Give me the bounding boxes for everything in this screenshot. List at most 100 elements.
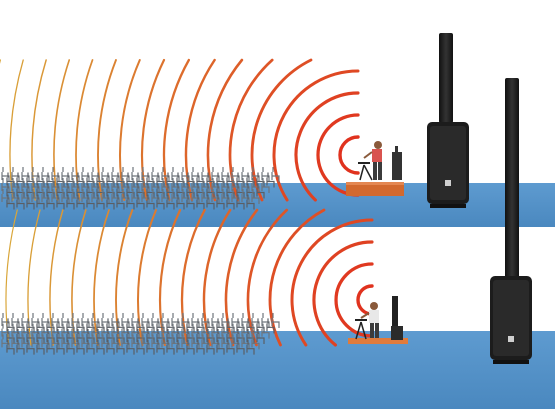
sound-wave-icon (224, 208, 259, 347)
audience-chair-icon (241, 178, 250, 193)
audience-chair-icon (226, 172, 235, 188)
audience-chair-icon (11, 334, 20, 350)
audience-chair-icon (221, 178, 230, 193)
audience-chair-icon (116, 172, 125, 188)
audience-chair-icon (1, 189, 10, 204)
audience-chair-icon (31, 323, 40, 339)
audience-chair-icon (101, 178, 110, 193)
audience-chair-icon (251, 313, 260, 328)
audience-chair-icon (126, 318, 135, 334)
audience-chair-icon (236, 329, 245, 344)
audience-chair-icon (51, 167, 60, 182)
audience-chair-icon (41, 167, 50, 182)
audience-chair-icon (36, 194, 45, 210)
audience-chair-icon (206, 318, 215, 334)
audience-chair-icon (76, 183, 85, 199)
audience-chair-icon (106, 194, 115, 210)
audience-chair-icon (16, 339, 25, 355)
audience-chair-icon (166, 183, 175, 199)
audience-chair-icon (86, 329, 95, 344)
audience-chair-icon (261, 323, 270, 339)
audience-chair-icon (6, 339, 15, 355)
audience-chair-icon (106, 329, 115, 344)
audience-chair-icon (116, 329, 125, 344)
audience-chair-icon (56, 329, 65, 344)
audience-chair-icon (111, 323, 120, 339)
sound-wave-icon (97, 59, 117, 201)
audience-chair-icon (206, 183, 215, 199)
sound-wave-icon (294, 91, 360, 202)
audience-chair-icon (131, 334, 140, 350)
audience-chair-icon (161, 167, 170, 182)
audience-chair-icon (71, 167, 80, 182)
audience-chair-icon (251, 334, 260, 350)
audience-chair-icon (236, 194, 245, 210)
audience-chair-icon (216, 172, 225, 188)
audience-chair-icon (96, 318, 105, 334)
audience-chair-icon (231, 189, 240, 204)
top-column-speaker-icon (427, 33, 469, 208)
audience-chair-icon (141, 189, 150, 204)
audience-chair-icon (206, 194, 215, 210)
audience-chair-icon (106, 339, 115, 355)
audience-chair-icon (31, 167, 40, 182)
audience-chair-icon (61, 323, 70, 339)
audience-chair-icon (56, 183, 65, 199)
audience-chair-icon (6, 329, 15, 344)
audience-chair-icon (111, 178, 120, 193)
audience-chair-icon (216, 183, 225, 199)
audience-chair-icon (116, 318, 125, 334)
audience-chair-icon (206, 329, 215, 344)
audience-chair-icon (211, 178, 220, 193)
audience-chair-icon (166, 172, 175, 188)
audience-chair-icon (211, 313, 220, 328)
audience-chair-icon (231, 178, 240, 193)
audience-chair-icon (216, 194, 225, 210)
audience-chair-icon (101, 313, 110, 328)
audience-chair-icon (196, 194, 205, 210)
audience-chair-icon (151, 323, 160, 339)
audience-chair-icon (161, 323, 170, 339)
audience-chair-icon (221, 167, 230, 182)
sound-wave-icon (184, 58, 216, 202)
audience-chair-icon (191, 313, 200, 328)
audience-chair-icon (226, 194, 235, 210)
bottom-column-speaker-icon (490, 78, 532, 364)
audience-chair-icon (146, 318, 155, 334)
sound-wave-icon (290, 218, 374, 347)
audience-chair-icon (121, 189, 130, 204)
audience-chair-icon (156, 329, 165, 344)
audience-chair-icon (6, 318, 15, 334)
audience-chair-icon (86, 339, 95, 355)
audience-chair-icon (91, 178, 100, 193)
audience-chair-icon (151, 178, 160, 193)
audience-chair-icon (21, 323, 30, 339)
audience-chair-icon (246, 172, 255, 188)
audience-chair-icon (191, 178, 200, 193)
audience-chair-icon (256, 318, 265, 334)
audience-chair-icon (71, 178, 80, 193)
audience-chair-icon (131, 167, 140, 182)
audience-chair-icon (141, 334, 150, 350)
audience-chair-icon (121, 334, 130, 350)
audience-chair-icon (141, 313, 150, 328)
sound-wave-icon (162, 58, 191, 202)
audience-chair-icon (171, 313, 180, 328)
bottom-stage-mat (348, 338, 408, 344)
audience-chair-icon (256, 329, 265, 344)
audience-chair-icon (26, 194, 35, 210)
audience-chair-icon (136, 339, 145, 355)
audience-chair-icon (136, 318, 145, 334)
audience-chair-icon (151, 167, 160, 182)
audience-chair-icon (236, 172, 245, 188)
audience-chair-icon (16, 329, 25, 344)
audience-chair-icon (146, 172, 155, 188)
audience-chair-icon (111, 189, 120, 204)
audience-chair-icon (181, 167, 190, 182)
audience-chair-icon (166, 329, 175, 344)
audience-chair-icon (221, 313, 230, 328)
audience-chair-icon (61, 167, 70, 182)
audience-chair-icon (136, 329, 145, 344)
audience-chair-icon (36, 329, 45, 344)
audience-chair-icon (41, 334, 50, 350)
